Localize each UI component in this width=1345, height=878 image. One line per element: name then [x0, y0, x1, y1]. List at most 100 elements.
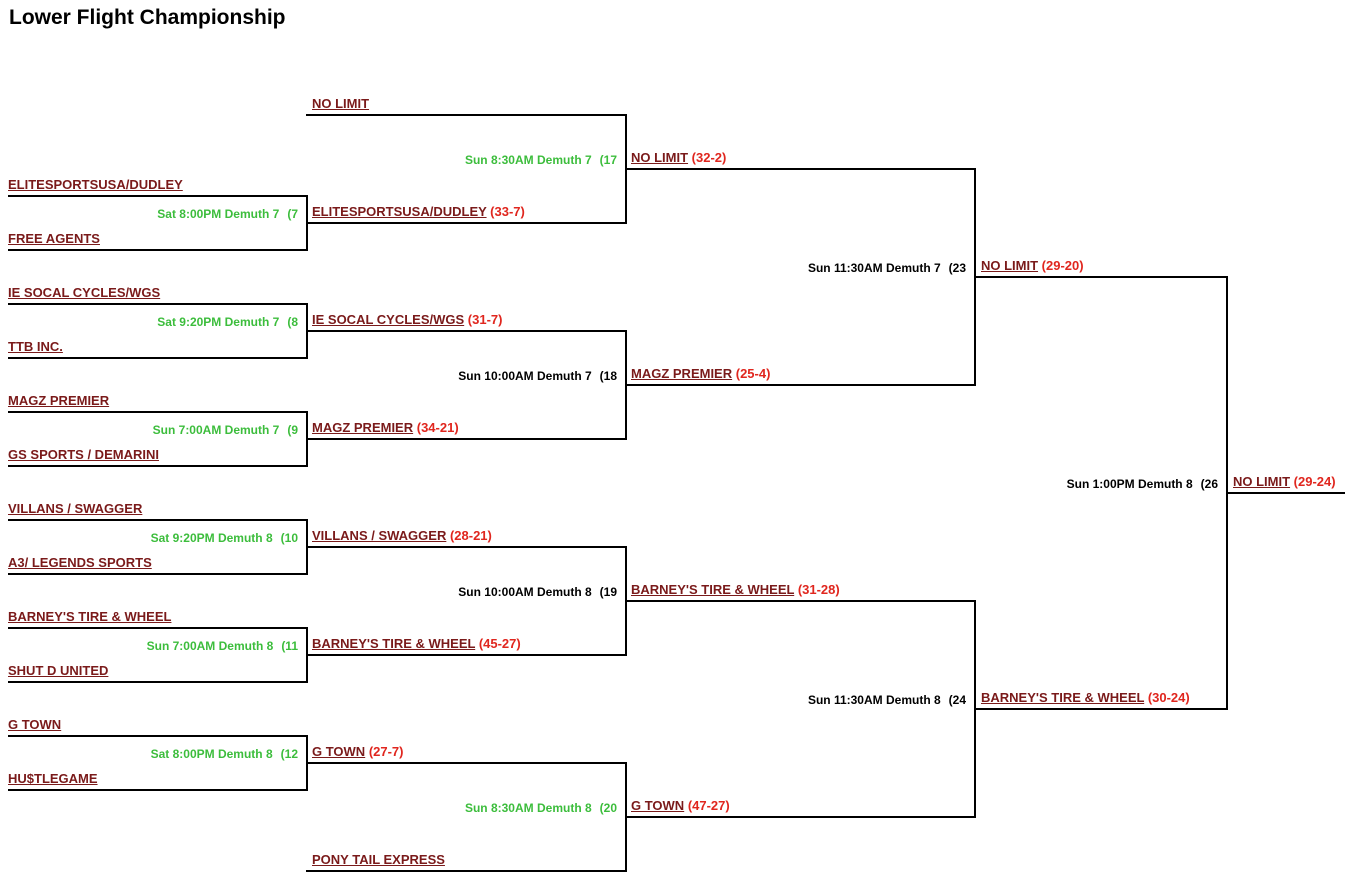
game-time: Sun 8:30AM Demuth 7: [464, 153, 592, 167]
team-name-link[interactable]: HU$TLEGAME: [8, 771, 98, 786]
team-name-link[interactable]: TTB INC.: [8, 339, 63, 354]
game-number: (18: [599, 369, 617, 383]
team-name-link[interactable]: BARNEY'S TIRE & WHEEL: [8, 609, 172, 624]
game-info: Sat 8:00PM Demuth 8(12: [151, 746, 298, 762]
team-name-link[interactable]: MAGZ PREMIER: [631, 366, 733, 381]
team-entry: BARNEY'S TIRE & WHEEL (31-28): [631, 582, 840, 598]
game-info: Sat 9:20PM Demuth 8(10: [151, 530, 298, 546]
bracket-line: [306, 114, 627, 116]
game-time: Sun 7:00AM Demuth 8: [146, 639, 274, 653]
team-name-link[interactable]: BARNEY'S TIRE & WHEEL: [631, 582, 795, 597]
game-number: (9: [287, 423, 298, 437]
game-info: Sun 1:00PM Demuth 8(26: [1067, 476, 1218, 492]
game-time: Sun 11:30AM Demuth 8: [807, 693, 941, 707]
team-name-link[interactable]: BARNEY'S TIRE & WHEEL: [312, 636, 476, 651]
team-entry: MAGZ PREMIER: [8, 393, 109, 409]
game-time: Sat 9:20PM Demuth 8: [150, 531, 273, 545]
team-name-link[interactable]: MAGZ PREMIER: [312, 420, 414, 435]
game-info: Sun 10:00AM Demuth 8 (19: [458, 584, 617, 600]
team-entry: A3/ LEGENDS SPORTS: [8, 555, 152, 571]
team-name-link[interactable]: GS SPORTS / DEMARINI: [8, 447, 159, 462]
game-time: Sun 8:30AM Demuth 8: [464, 801, 592, 815]
team-name-link[interactable]: NO LIMIT: [981, 258, 1039, 273]
team-entry: NO LIMIT (29-20): [981, 258, 1084, 274]
team-score: (30-24): [1144, 690, 1190, 705]
team-name-link[interactable]: PONY TAIL EXPRESS: [312, 852, 445, 867]
bracket-line: [1226, 492, 1345, 494]
bracket-line: [8, 681, 308, 683]
team-entry: VILLANS / SWAGGER: [8, 501, 142, 517]
team-name-link[interactable]: NO LIMIT: [631, 150, 689, 165]
team-name-link[interactable]: A3/ LEGENDS SPORTS: [8, 555, 152, 570]
team-name-link[interactable]: ELITESPORTSUSA/DUDLEY: [8, 177, 183, 192]
team-entry: NO LIMIT (32-2): [631, 150, 726, 166]
team-score: (31-7): [464, 312, 503, 327]
team-entry: G TOWN (27-7): [312, 744, 404, 760]
game-number: (20: [599, 801, 617, 815]
team-entry: SHUT D UNITED: [8, 663, 108, 679]
game-time: Sat 8:00PM Demuth 8: [150, 747, 273, 761]
game-time: Sun 7:00AM Demuth 7: [152, 423, 280, 437]
bracket-line: [306, 222, 627, 224]
team-entry: IE SOCAL CYCLES/WGS: [8, 285, 160, 301]
team-entry: MAGZ PREMIER (25-4): [631, 366, 770, 382]
bracket-line: [306, 330, 627, 332]
team-name-link[interactable]: G TOWN: [312, 744, 366, 759]
game-number: (19: [599, 585, 617, 599]
game-info: Sun 7:00AM Demuth 8(11: [147, 638, 298, 654]
bracket-line: [974, 276, 1228, 278]
page-title: Lower Flight Championship: [9, 6, 286, 29]
team-entry: NO LIMIT (29-24): [1233, 474, 1336, 490]
game-time: Sat 9:20PM Demuth 7: [157, 315, 280, 329]
team-entry: VILLANS / SWAGGER (28-21): [312, 528, 492, 544]
team-entry: ELITESPORTSUSA/DUDLEY: [8, 177, 183, 193]
team-entry: FREE AGENTS: [8, 231, 100, 247]
game-number: (7: [287, 207, 298, 221]
team-score: (31-28): [794, 582, 840, 597]
team-entry: MAGZ PREMIER (34-21): [312, 420, 459, 436]
bracket-line: [625, 816, 976, 818]
game-info: Sat 9:20PM Demuth 7(8: [157, 314, 298, 330]
team-entry: ELITESPORTSUSA/DUDLEY (33-7): [312, 204, 525, 220]
team-name-link[interactable]: ELITESPORTSUSA/DUDLEY: [312, 204, 487, 219]
team-name-link[interactable]: NO LIMIT: [1233, 474, 1291, 489]
team-score: (45-27): [475, 636, 521, 651]
game-info: Sat 8:00PM Demuth 7(7: [157, 206, 298, 222]
game-number: (23: [948, 261, 966, 275]
team-name-link[interactable]: MAGZ PREMIER: [8, 393, 110, 408]
team-name-link[interactable]: SHUT D UNITED: [8, 663, 109, 678]
game-info: Sun 10:00AM Demuth 7 (18: [458, 368, 617, 384]
bracket-line: [8, 735, 308, 737]
team-entry: TTB INC.: [8, 339, 63, 355]
game-info: Sun 8:30AM Demuth 7 (17: [465, 152, 617, 168]
bracket-line: [8, 303, 308, 305]
bracket-line: [306, 654, 627, 656]
game-time: Sun 10:00AM Demuth 7: [458, 369, 592, 383]
team-name-link[interactable]: IE SOCAL CYCLES/WGS: [312, 312, 465, 327]
team-name-link[interactable]: NO LIMIT: [312, 96, 370, 111]
team-entry: G TOWN (47-27): [631, 798, 730, 814]
bracket-line: [8, 519, 308, 521]
game-info: Sun 11:30AM Demuth 7(23: [808, 260, 966, 276]
bracket-line: [8, 789, 308, 791]
team-score: (32-2): [688, 150, 727, 165]
bracket-line: [8, 195, 308, 197]
team-score: (33-7): [486, 204, 525, 219]
game-number: (17: [599, 153, 617, 167]
team-name-link[interactable]: G TOWN: [631, 798, 685, 813]
team-entry: HU$TLEGAME: [8, 771, 98, 787]
game-number: (24: [948, 693, 966, 707]
team-name-link[interactable]: IE SOCAL CYCLES/WGS: [8, 285, 161, 300]
team-entry: GS SPORTS / DEMARINI: [8, 447, 159, 463]
bracket-line: [306, 438, 627, 440]
team-name-link[interactable]: G TOWN: [8, 717, 62, 732]
bracket-line: [8, 249, 308, 251]
team-entry: BARNEY'S TIRE & WHEEL: [8, 609, 171, 625]
team-name-link[interactable]: VILLANS / SWAGGER: [312, 528, 447, 543]
team-name-link[interactable]: VILLANS / SWAGGER: [8, 501, 143, 516]
team-entry: G TOWN: [8, 717, 61, 733]
team-name-link[interactable]: BARNEY'S TIRE & WHEEL: [981, 690, 1145, 705]
team-name-link[interactable]: FREE AGENTS: [8, 231, 100, 246]
game-time: Sun 10:00AM Demuth 8: [458, 585, 592, 599]
bracket-line: [8, 411, 308, 413]
